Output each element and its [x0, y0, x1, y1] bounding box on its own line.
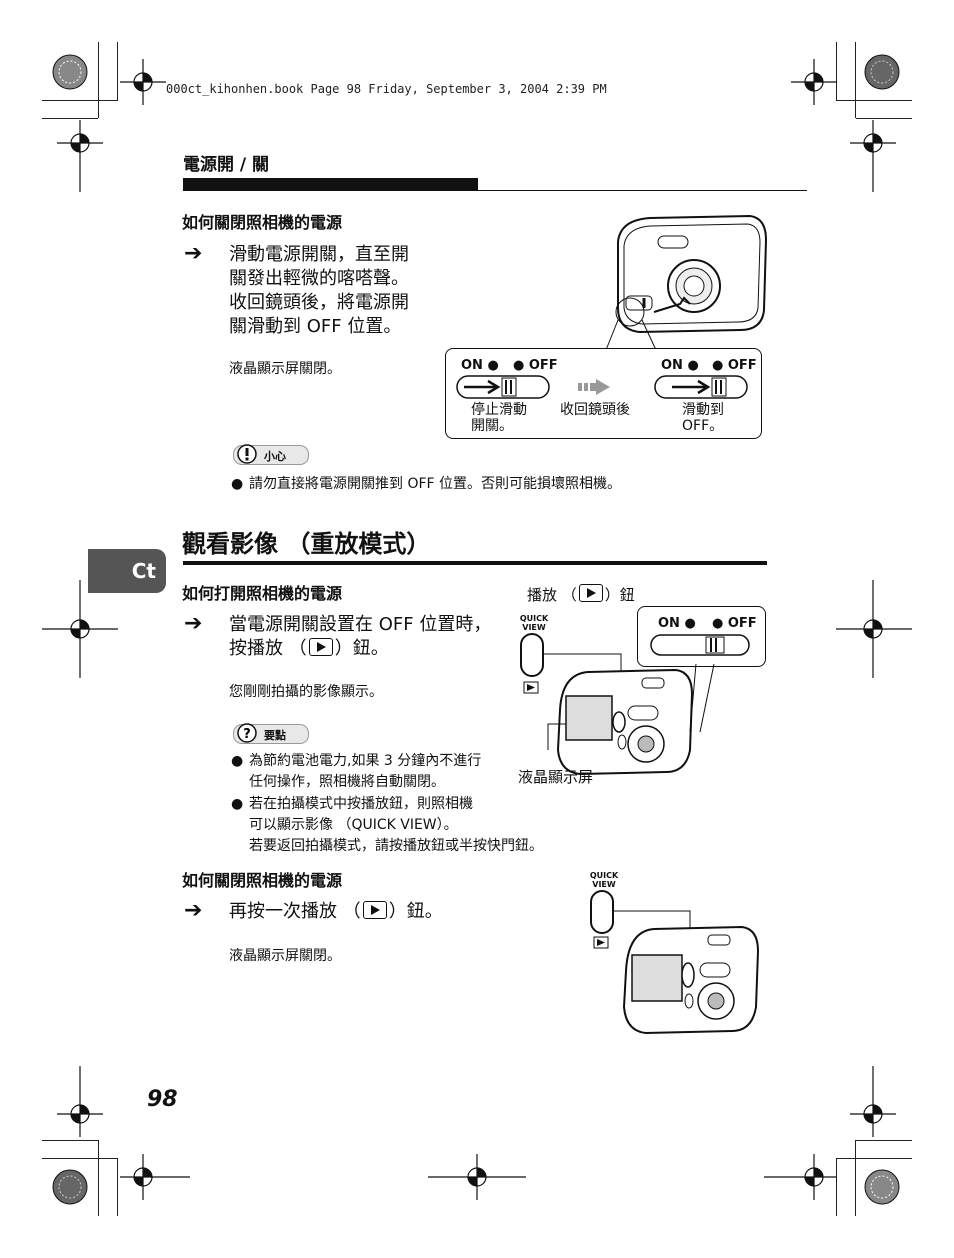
- tip-badge: ? 要點: [233, 723, 309, 744]
- subhead-power-off: 如何關閉照相機的電源: [182, 213, 343, 232]
- caution-icon: [237, 444, 257, 464]
- switch-off-icon: [650, 634, 750, 656]
- question-icon: ?: [237, 723, 257, 743]
- section-title-rule: [478, 190, 807, 191]
- switch-off-icon: [654, 375, 748, 399]
- callout-connector: [605, 297, 657, 351]
- section-title-power: 電源開 / 關: [183, 155, 270, 175]
- caution-badge: 小心: [233, 444, 309, 465]
- play-icon: [578, 584, 603, 602]
- step-arrow-icon: ➔: [184, 241, 203, 266]
- step-arrow-icon: ➔: [184, 898, 203, 923]
- callout-connector: [689, 664, 715, 733]
- lcd-label: 液晶顯示屏: [518, 768, 594, 786]
- section-title-playback: 觀看影像 （重放模式）: [182, 530, 431, 558]
- camera-front-illustration: [617, 214, 768, 334]
- chapter-tab: Ct: [88, 549, 166, 593]
- print-file-info: 000ct_kihonhen.book Page 98 Friday, Sept…: [166, 82, 607, 96]
- retract-arrow-icon: [578, 379, 610, 395]
- tip-item: ● 若在拍攝模式中按播放鈕，則照相機 可以顯示影像 （QUICK VIEW）。 …: [231, 796, 543, 854]
- section-title-bar: [183, 178, 478, 191]
- svg-text:?: ?: [243, 727, 251, 742]
- play-icon: [362, 901, 387, 919]
- step-power-off: 滑動電源開關，直至開 關發出輕微的喀嗒聲。 收回鏡頭後，將電源開 關滑動到 OF…: [229, 244, 409, 337]
- switch-stopped-icon: [456, 375, 550, 399]
- step-press-play-again: 再按一次播放 （）鈕。: [229, 901, 443, 922]
- note-lcd-off: 液晶顯示屏關閉。: [229, 361, 341, 377]
- subhead-power-on: 如何打開照相機的電源: [182, 584, 343, 603]
- step-arrow-icon: ➔: [184, 611, 203, 636]
- quick-view-label: QUICK VIEW: [589, 871, 619, 889]
- step-power-on: 當電源開關設置在 OFF 位置時， 按播放 （）鈕。: [229, 614, 492, 659]
- camera-back-illustration: [520, 633, 694, 776]
- power-switch-off-state: ON ● ● OFF: [637, 606, 766, 667]
- note-image-displayed: 您剛剛拍攝的影像顯示。: [229, 684, 383, 700]
- play-icon: [308, 638, 333, 656]
- section-title-underline: [183, 561, 767, 565]
- caution-text: ●請勿直接將電源開關推到 OFF 位置。否則可能損壞照相機。: [231, 476, 622, 492]
- quick-view-label: QUICK VIEW: [519, 614, 549, 632]
- tip-item: ● 為節約電池電力,如果 3 分鐘內不進行 任何操作，照相機將自動關閉。: [231, 753, 482, 790]
- power-switch-diagram: ON ● ● OFF ON ● ● OFF 停止滑動 開關。 收回鏡頭後 滑動到…: [445, 348, 762, 439]
- subhead-power-off-playback: 如何關閉照相機的電源: [182, 871, 343, 890]
- note-lcd-off: 液晶顯示屏關閉。: [229, 948, 341, 964]
- page-number: 98: [147, 1087, 178, 1112]
- play-button-caption: 播放 （）鈕: [527, 584, 635, 604]
- camera-back-illustration-2: [590, 890, 760, 1035]
